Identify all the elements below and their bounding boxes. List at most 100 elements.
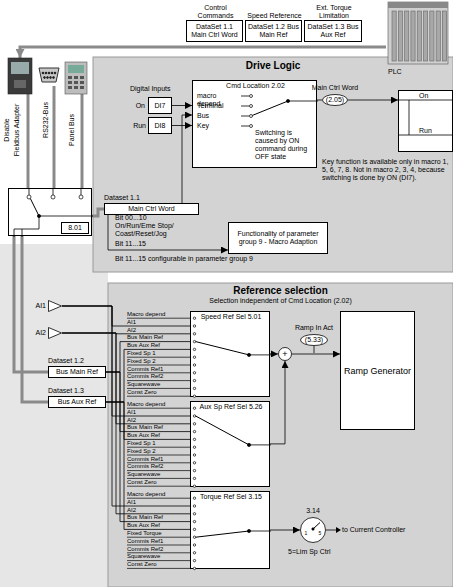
signal-line [106, 342, 190, 372]
drawn-shape [44, 77, 46, 79]
drawn-shape [193, 559, 195, 561]
drawn-shape [193, 438, 195, 440]
node-text: Ramp Generator [344, 366, 411, 376]
drawn-shape [27, 195, 31, 199]
control-panel: Panel Bus [64, 62, 88, 94]
input-stub [127, 447, 190, 448]
drawn-shape [249, 354, 271, 355]
input-label: Bus Aux Ref [127, 522, 160, 529]
drawn-shape [14, 229, 15, 237]
plc-rack: PLC [386, 2, 450, 78]
drawn-shape [193, 520, 195, 522]
drawn-shape [312, 528, 314, 530]
node-text: 5 [317, 530, 323, 536]
drawn-shape [49, 328, 62, 339]
drawn-shape [193, 528, 195, 530]
input-label: Macro depend [127, 491, 165, 498]
parameter-circle: Ramp In Act(5.33) [300, 334, 328, 346]
drawn-shape [193, 446, 195, 448]
input-label: Commis Ref2 [127, 463, 163, 470]
drawn-shape [42, 72, 44, 74]
drawn-shape [193, 364, 195, 366]
input-label: AI1 [127, 409, 136, 416]
input-stub [127, 372, 190, 373]
input-label: Fixed Sp 2 [127, 358, 156, 365]
input-label: Fixed Torque [127, 530, 162, 537]
signal-line [172, 105, 192, 106]
drawn-shape [14, 80, 26, 88]
drawn-shape [196, 416, 249, 445]
drawn-shape [193, 395, 195, 397]
drawn-shape [196, 342, 249, 355]
input-label: Fixed Sp 2 [127, 448, 156, 455]
amplifier-symbol-outline [48, 300, 62, 312]
selector-box: Aux Sp Ref Sel 5.26 [190, 401, 270, 487]
drawn-shape [193, 415, 195, 417]
digital-input-box: DI8 [148, 117, 172, 134]
dataset-box: Ext. Torque LimitationDataSet 1.3 Bus Au… [304, 20, 362, 42]
note-label: Main Ctrl Word [305, 84, 365, 92]
input-stub [127, 380, 190, 381]
bus-line [22, 236, 48, 402]
input-label: Const Zero [127, 479, 157, 486]
signal-line [106, 372, 190, 522]
drawn-shape [193, 485, 195, 487]
drawn-shape [193, 462, 195, 464]
drawn-shape [193, 333, 195, 335]
drawn-shape [193, 325, 195, 327]
drawn-shape [250, 95, 253, 98]
output-box-outline [399, 91, 452, 151]
drawn-shape [249, 444, 271, 445]
drawn-shape [247, 353, 250, 356]
node-text: Fieldbus Adapter [13, 104, 21, 157]
input-stub [127, 552, 190, 553]
drawn-shape [250, 115, 253, 118]
input-label: Bus Main Ref [127, 334, 163, 341]
node-text: DataSet 1.3 Bus Aux Ref [307, 23, 359, 39]
drawn-shape [193, 469, 195, 471]
node-text: Ramp In Act [290, 324, 338, 332]
input-stub [127, 462, 190, 463]
output-line [326, 530, 337, 531]
note-label: Bit 11...15 configurable in parameter gr… [115, 255, 295, 263]
node-text: 1 [303, 530, 309, 536]
node-text: Bus Main Ref [56, 368, 98, 376]
drawn-shape [388, 2, 448, 64]
input-stub [127, 357, 190, 358]
drawn-shape [68, 81, 72, 84]
amplifier-symbol: AI1 [48, 300, 62, 312]
signal-line [317, 100, 322, 101]
drawn-shape [37, 214, 40, 217]
input-stub [127, 568, 190, 569]
drawn-shape [50, 77, 52, 79]
note-label: Dataset 1.2 [48, 357, 108, 365]
input-label: Squarewave [127, 471, 160, 478]
amplifier-symbol: AI2 [48, 327, 62, 339]
note-label: Disable [3, 118, 11, 141]
input-label: Squarewave [127, 381, 160, 388]
selector-box: Torque Ref Sel 3.15 [190, 491, 270, 569]
input-label: AI2 [127, 507, 136, 514]
plc-rack-outline [386, 2, 450, 78]
note-label: 5=Lim Sp Ctrl [288, 548, 358, 556]
node-text: AI2 [30, 329, 46, 337]
input-stub [127, 318, 190, 319]
drawn-shape [193, 317, 195, 319]
bus-line [27, 94, 30, 188]
drawn-shape [65, 62, 87, 94]
note-label: Bit 00...10 [115, 214, 175, 222]
input-label: Const Zero [127, 389, 157, 396]
node-text: Bus Aux Ref [58, 398, 97, 406]
fieldbus-adapter: Fieldbus Adapter [6, 58, 34, 94]
dataset-box: Control CommandsDataSet 1.1 Main Ctrl Wo… [186, 20, 243, 42]
drawn-shape [241, 126, 250, 127]
input-label: Macro depend [127, 401, 165, 408]
input-label: Commis Ref2 [127, 373, 163, 380]
input-stub [127, 498, 190, 499]
node-text: Main Ctrl Word [128, 205, 175, 213]
input-stub [127, 455, 190, 456]
node-text: 8.01 [61, 222, 89, 234]
signal-line [270, 361, 285, 444]
node-text: Aux Sp Ref Sel 5.26 [191, 403, 271, 411]
